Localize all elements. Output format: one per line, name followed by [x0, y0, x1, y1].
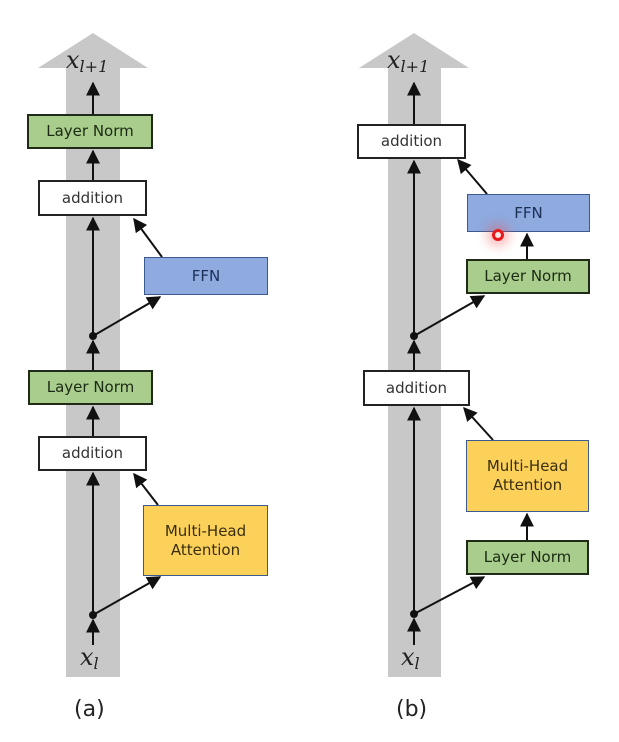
residual-stream-arrowhead [359, 33, 469, 68]
layer-norm-block: Layer Norm [466, 259, 590, 294]
branch-dot [89, 332, 97, 340]
branch-dot [410, 610, 418, 618]
addition-block: addition [38, 436, 147, 471]
branch-dot [410, 332, 418, 340]
pointer-cursor-indicator [492, 229, 504, 241]
arrow-branch-to-ffn [92, 296, 162, 337]
layer-norm-block: Layer Norm [28, 370, 153, 405]
output-label-b: xl+1 [387, 46, 429, 76]
arrow-ffn-to-addition [457, 158, 488, 195]
arrow-ffn-to-addition [133, 217, 163, 258]
layer-norm-block: Layer Norm [466, 540, 589, 575]
block-label-line: Multi-Head [164, 521, 247, 540]
arrow-branch-to-layernorm-top [413, 295, 486, 337]
multi-head-attention-block: Multi-Head Attention [466, 440, 589, 512]
block-label: Layer Norm [484, 267, 572, 286]
block-label: Layer Norm [46, 122, 134, 141]
caption-a: (a) [74, 697, 105, 722]
block-label: Layer Norm [46, 378, 135, 397]
addition-block: addition [38, 180, 147, 216]
output-label-sub: l+1 [79, 57, 109, 76]
arrow-mha-to-addition [133, 472, 159, 506]
block-label: addition [61, 188, 124, 207]
input-label-base: x [80, 643, 94, 671]
input-label-sub: l [414, 654, 420, 673]
block-label: Layer Norm [483, 548, 572, 567]
block-label: FFN [191, 266, 221, 285]
block-label: FFN [514, 203, 543, 222]
input-label-a: xl [80, 643, 99, 673]
multi-head-attention-block: Multi-Head Attention [143, 505, 268, 576]
output-label-base: x [66, 46, 80, 74]
residual-stream-arrowhead [38, 33, 148, 68]
output-label-base: x [387, 46, 401, 74]
block-label-line: Attention [492, 476, 563, 494]
connectors-a [86, 81, 163, 645]
connectors-b [407, 81, 534, 645]
block-label: addition [61, 444, 124, 463]
arrow-branch-to-layernorm [413, 576, 486, 615]
output-label-a: xl+1 [66, 46, 108, 76]
addition-block: addition [357, 124, 466, 159]
block-label: addition [385, 378, 448, 397]
addition-block: addition [363, 370, 470, 406]
input-label-b: xl [401, 643, 420, 673]
caption-b: (b) [396, 697, 428, 722]
block-label-line: Attention [170, 540, 241, 559]
block-label-line: Multi-Head [486, 457, 569, 476]
arrow-mha-to-addition [463, 406, 494, 441]
block-label: addition [380, 132, 443, 151]
arrow-branch-to-mha [92, 576, 162, 616]
branch-dot [89, 611, 97, 619]
input-label-base: x [401, 643, 415, 671]
ffn-block: FFN [467, 194, 590, 232]
layer-norm-block: Layer Norm [27, 114, 153, 149]
output-label-sub: l+1 [400, 57, 430, 76]
input-label-sub: l [93, 654, 99, 673]
ffn-block: FFN [144, 257, 268, 295]
